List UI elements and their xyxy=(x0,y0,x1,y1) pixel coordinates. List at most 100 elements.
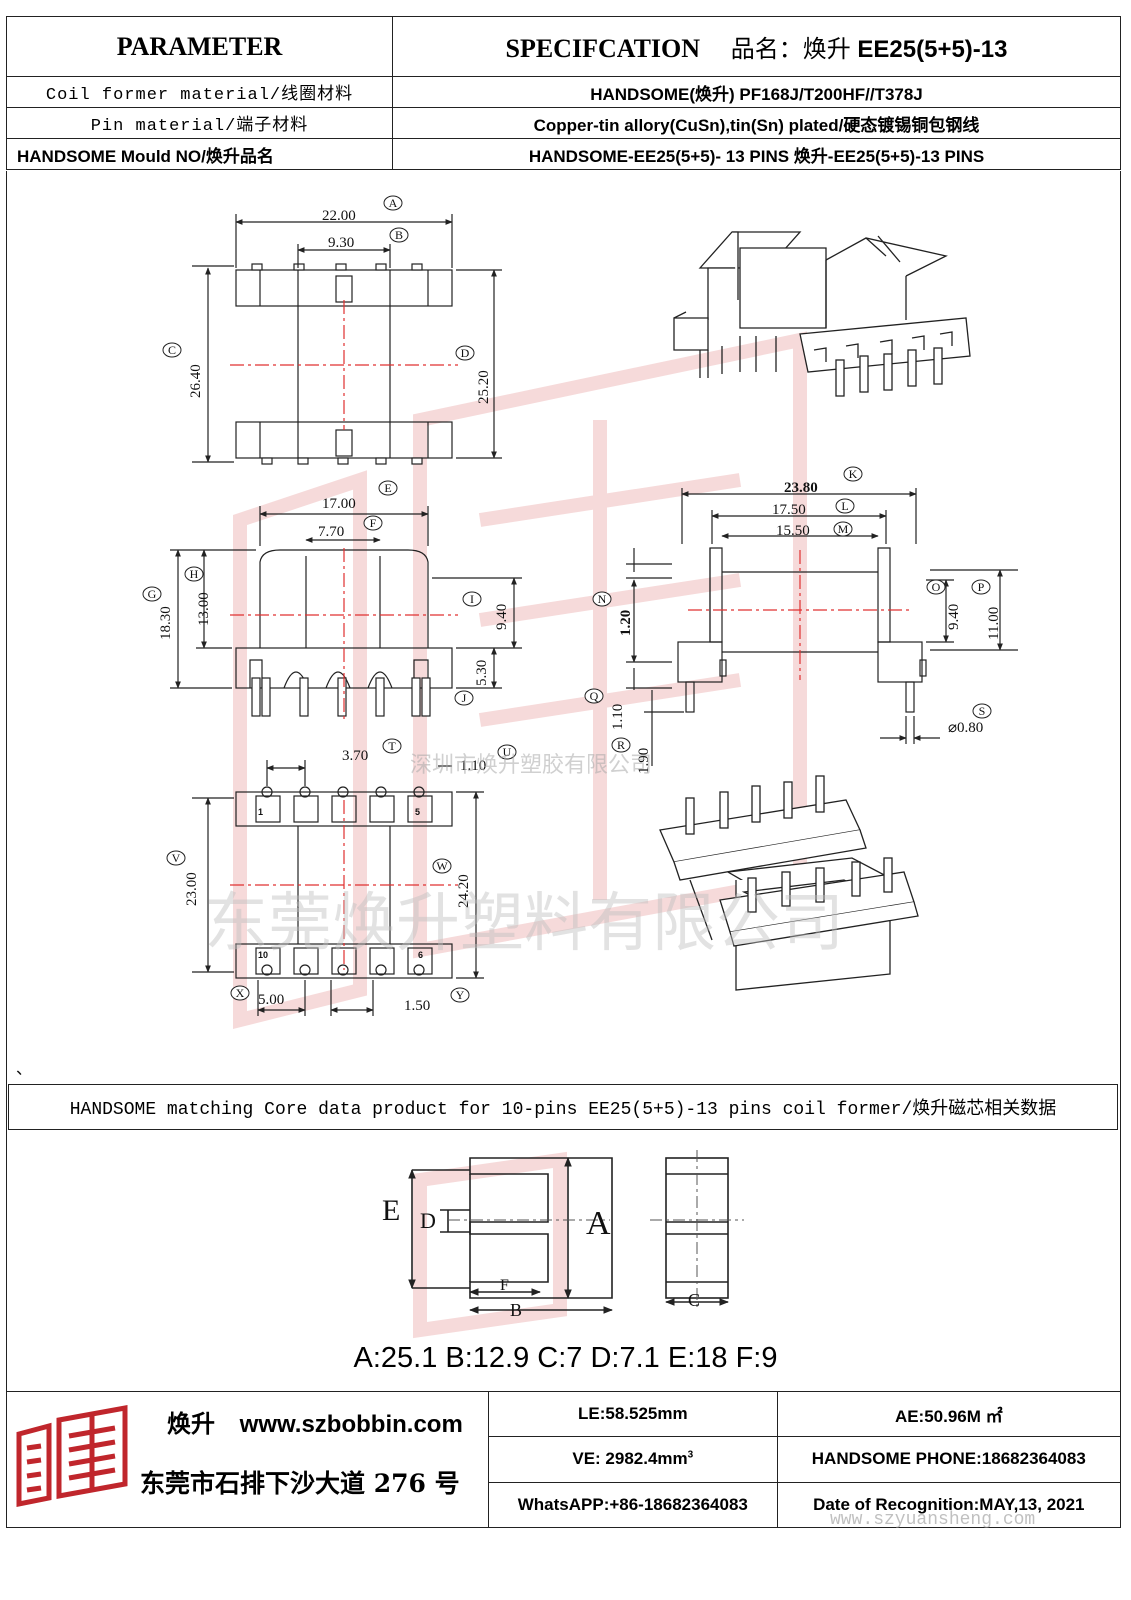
dim-h-value: 13.00 xyxy=(196,592,212,626)
recognition-date: Date of Recognition:MAY,13, 2021 xyxy=(776,1481,1122,1529)
core-label-a: A xyxy=(586,1205,611,1242)
top-view xyxy=(192,214,502,465)
tick-mark: 、 xyxy=(16,1061,32,1078)
dim-tag-e: E xyxy=(378,480,398,496)
svg-text:P: P xyxy=(978,580,985,594)
core-values: A:25.1 B:12.9 C:7 D:7.1 E:18 F:9 xyxy=(353,1342,778,1374)
dim-tag-h: H xyxy=(184,566,204,582)
dim-j-value: 5.30 xyxy=(474,660,490,686)
dim-o-value: 9.40 xyxy=(946,604,962,630)
whatsapp-value: WhatsAPP:+86-18682364083 xyxy=(488,1481,778,1529)
core-label-d: D xyxy=(420,1208,436,1233)
dim-tag-t: T xyxy=(382,738,402,754)
dim-tag-r: R xyxy=(611,737,631,753)
isometric-bobbin-top xyxy=(673,231,971,397)
dim-tag-y: Y xyxy=(450,987,470,1003)
dim-tag-l: L xyxy=(835,498,855,514)
dim-tag-c: C xyxy=(162,342,182,358)
dim-k-value: 23.80 xyxy=(784,480,818,496)
dim-tag-p: P xyxy=(971,579,991,595)
core-label-b: B xyxy=(510,1300,522,1320)
ve-exponent: 3 xyxy=(687,1449,694,1461)
svg-text:D: D xyxy=(461,346,470,360)
svg-text:R: R xyxy=(617,738,625,752)
spec-label: SPECIFCATION xyxy=(505,34,701,63)
watermark-small-text: 深圳市焕升塑胶有限公司 xyxy=(410,752,653,777)
svg-text:M: M xyxy=(838,522,849,536)
svg-text:Y: Y xyxy=(456,988,465,1002)
drawing-frame xyxy=(6,171,1121,1409)
dim-tag-w: W xyxy=(432,858,452,874)
dim-m-value: 15.50 xyxy=(776,523,810,539)
pin-number-6: 6 xyxy=(418,950,423,960)
dim-tag-q: Q xyxy=(584,688,604,704)
mould-no-label: HANDSOME Mould NO/焕升品名 xyxy=(6,138,393,170)
product-name-prefix: 品名：焕升 xyxy=(730,36,851,63)
top-view-centerlines xyxy=(230,300,458,430)
brand-line: 焕升 www.szbobbin.com xyxy=(167,1404,463,1439)
dim-s-value: ⌀0.80 xyxy=(948,720,983,736)
dim-d-value: 25.20 xyxy=(476,370,492,404)
svg-text:E: E xyxy=(384,481,391,495)
core-label-f: F xyxy=(500,1277,509,1294)
svg-text:H: H xyxy=(190,567,199,581)
dim-tag-k: K xyxy=(843,466,863,482)
svg-text:S: S xyxy=(979,704,986,718)
svg-text:N: N xyxy=(598,592,607,606)
dim-c-value: 26.40 xyxy=(188,364,204,398)
dim-tag-m: M xyxy=(833,521,853,537)
core-label-e: E xyxy=(382,1194,400,1227)
spec-header-table: PARAMETER SPECIFCATION 品名：焕升 EE25(5+5)-1… xyxy=(6,16,1121,170)
dim-tag-s: S xyxy=(972,703,992,719)
model-number: EE25(5+5)-13 xyxy=(857,36,1008,63)
svg-text:F: F xyxy=(370,516,377,530)
pin-number-5: 5 xyxy=(415,807,420,817)
svg-text:V: V xyxy=(172,851,181,865)
ve-text: VE: 2982.4mm xyxy=(572,1449,688,1469)
le-value: LE:58.525mm xyxy=(488,1390,778,1438)
core-data-banner: HANDSOME matching Core data product for … xyxy=(8,1084,1118,1130)
brand-name: 焕升 xyxy=(167,1411,215,1438)
dim-q-value: 1.10 xyxy=(610,704,626,730)
dim-tag-o: O xyxy=(926,579,946,595)
pin-number-10: 10 xyxy=(258,950,268,960)
brand-cell: 焕升 www.szbobbin.com 东莞市石排下沙大道 276 号 xyxy=(6,1391,489,1528)
dim-n-value: 1.20 xyxy=(618,610,634,636)
svg-text:C: C xyxy=(168,343,176,357)
dim-y-value: 1.50 xyxy=(404,998,430,1014)
dim-tag-n: N xyxy=(592,591,612,607)
dim-p-value: 11.00 xyxy=(986,607,1002,640)
side-view xyxy=(170,506,522,717)
dim-tag-u: U xyxy=(497,744,517,760)
watermark-large-text: 东莞焕升塑料有限公司 xyxy=(204,887,844,959)
website-link[interactable]: www.szbobbin.com xyxy=(239,1411,463,1438)
dim-t-value: 3.70 xyxy=(342,748,368,764)
dim-tag-a: A xyxy=(383,195,403,211)
svg-text:L: L xyxy=(841,499,848,513)
dim-e-value: 17.00 xyxy=(322,496,356,512)
dim-tag-i: I xyxy=(462,591,482,607)
dim-tag-v: V xyxy=(166,850,186,866)
svg-text:G: G xyxy=(148,587,157,601)
svg-text:U: U xyxy=(503,745,512,759)
parameter-heading: PARAMETER xyxy=(6,16,393,77)
isometric-bobbin-bottom xyxy=(659,775,919,991)
company-address: 东莞市石排下沙大道 276 号 xyxy=(140,1469,460,1498)
phone-value: HANDSOME PHONE:18682364083 xyxy=(776,1436,1122,1483)
svg-text:A: A xyxy=(389,196,398,210)
dim-a-value: 22.00 xyxy=(322,208,356,224)
handsome-logo-icon xyxy=(16,1405,128,1508)
svg-text:J: J xyxy=(462,691,467,705)
dim-f-value: 7.70 xyxy=(318,524,344,540)
core-label-c: C xyxy=(688,1290,700,1310)
specification-heading: SPECIFCATION 品名：焕升 EE25(5+5)-13 xyxy=(392,16,1121,77)
svg-text:X: X xyxy=(236,986,245,1000)
svg-text:T: T xyxy=(388,739,396,753)
dim-i-value: 9.40 xyxy=(494,604,510,630)
mould-no-value: HANDSOME-EE25(5+5)- 13 PINS 焕升-EE25(5+5)… xyxy=(392,138,1121,170)
dim-l-value: 17.50 xyxy=(772,502,806,518)
dim-tag-b: B xyxy=(389,227,409,243)
ve-value: VE: 2982.4mm3 xyxy=(488,1436,778,1483)
svg-text:W: W xyxy=(436,859,448,873)
